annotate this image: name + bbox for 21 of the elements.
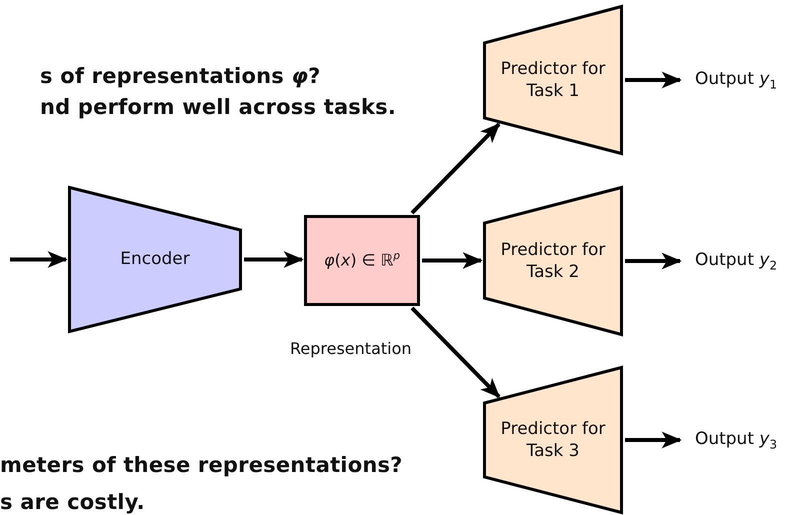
shape-label: Predictor for Task 2 [500,238,606,284]
question-text: nd perform well across tasks. [40,95,396,119]
question-text: meters of these representations? [0,453,403,477]
arrow [422,252,483,269]
arrow [244,251,304,268]
output-label: Output y$_{1}$ [682,64,790,96]
shape-label: Predictor for Task 3 [500,418,606,462]
question-text: s are costly. [0,490,145,514]
arrow [410,306,500,398]
question-text: s of representations φ? [40,64,320,88]
shape-label: Encoder [119,248,191,271]
arrow [625,72,682,88]
output-label: Output y$_{2}$ [682,245,790,277]
output-label: Output y$_{3}$ [682,424,790,456]
formula-text: φ(x) ∈ ℝ$^{p}$ [323,250,401,272]
shape-label: Predictor for Task 1 [500,58,606,102]
arrow [10,251,68,268]
caption-label: Representation [290,339,412,358]
arrow [625,252,682,270]
arrow [410,122,500,214]
arrow [625,432,682,448]
